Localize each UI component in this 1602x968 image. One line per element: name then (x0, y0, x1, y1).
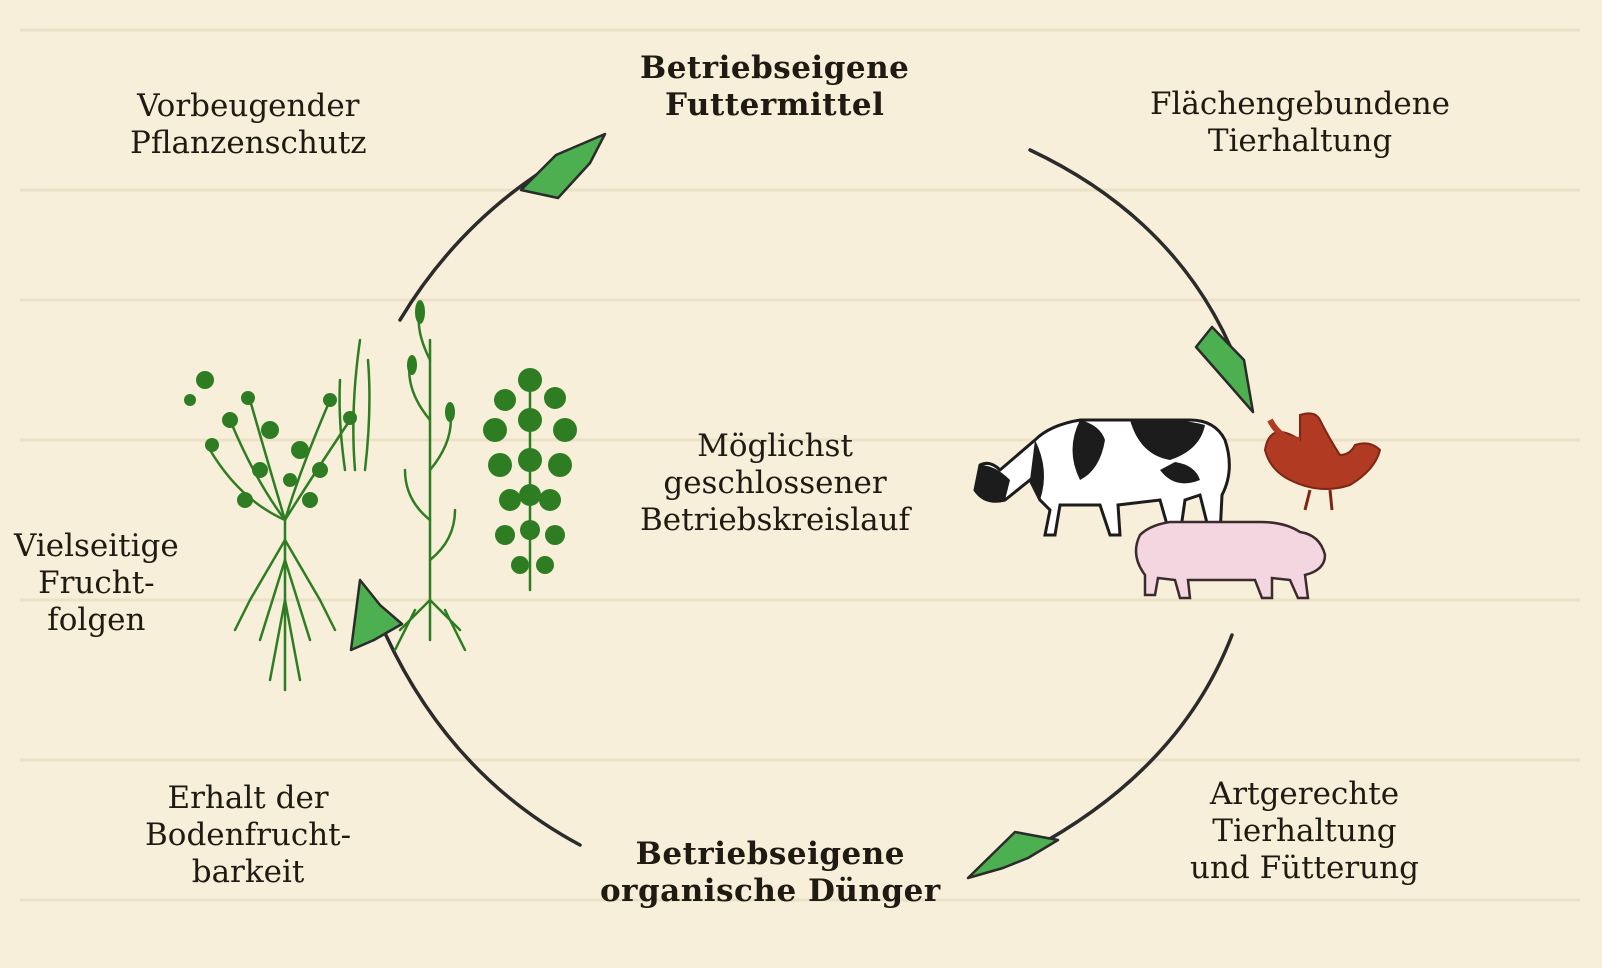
bottom-right-label: Artgerechte Tierhaltung und Fütterung (1190, 776, 1419, 887)
pig-icon (1136, 522, 1325, 598)
top-right-label: Flächengebundene Tierhaltung (1150, 86, 1450, 160)
arc-bottom-left (375, 610, 580, 845)
arrowhead-bottom-right (968, 832, 1058, 878)
rooster-icon (1265, 413, 1380, 510)
arrowhead-top-left (521, 134, 605, 198)
cow-icon (975, 420, 1229, 535)
top-left-label: Vorbeugender Pflanzenschutz (130, 88, 367, 162)
arrowhead-top-right (1196, 327, 1253, 412)
center-label: Möglichst geschlossener Betriebskreislau… (640, 428, 910, 539)
bottom-left-label: Erhalt der Bodenfrucht- barkeit (145, 780, 351, 891)
top-label: Betriebseigene Futtermittel (640, 50, 909, 124)
arrowhead-bottom-left (351, 580, 402, 650)
left-label: Vielseitige Frucht- folgen (14, 528, 179, 639)
bottom-label: Betriebseigene organische Dünger (600, 836, 941, 910)
